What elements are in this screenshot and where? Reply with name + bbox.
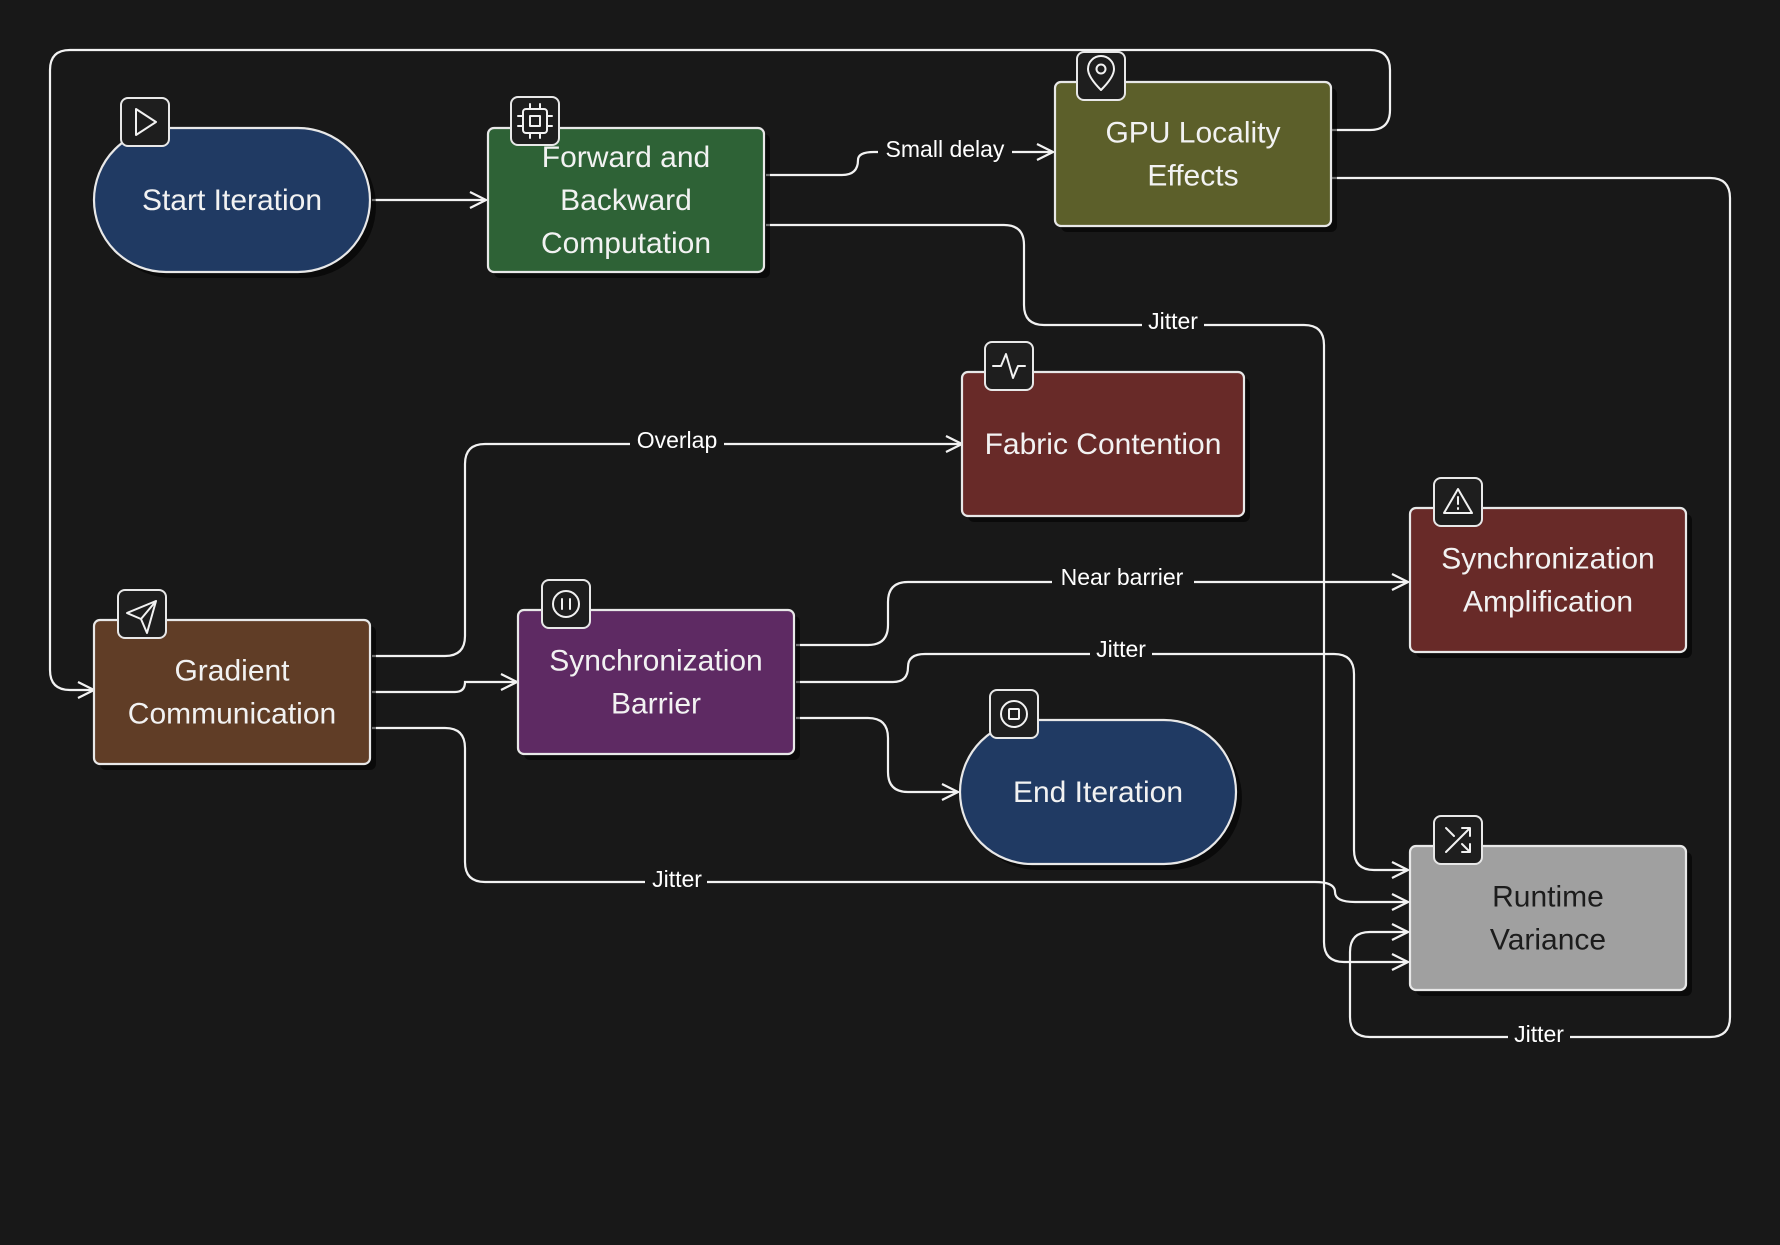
pause-circle-icon — [541, 579, 591, 629]
node-label-line: End Iteration — [1013, 776, 1183, 809]
edge-label-jitter-gpu: Jitter — [1514, 1021, 1564, 1047]
edge-label-jitter-barrier: Jitter — [1096, 636, 1146, 662]
node-gpu-shape — [1053, 80, 1333, 228]
node-syncamp-shape — [1408, 506, 1688, 654]
alert-triangle-icon — [1433, 477, 1483, 527]
node-forward-shape — [486, 126, 766, 274]
node-label-line: Communication — [128, 698, 336, 731]
node-runtime-shape — [1408, 844, 1688, 992]
edge-barrier-to-end — [796, 716, 958, 792]
map-pin-icon — [1076, 51, 1126, 101]
node-label-line: Synchronization — [549, 645, 762, 678]
node-label-line: Effects — [1147, 160, 1238, 193]
edge-gradient-to-fabric — [372, 444, 962, 658]
node-barrier-shape — [516, 608, 796, 756]
node-end-iteration[interactable]: End Iteration — [958, 689, 1242, 870]
play-icon — [120, 97, 170, 147]
node-end-label: End Iteration — [1013, 776, 1183, 809]
node-label-line: Backward — [560, 184, 692, 217]
stop-circle-icon — [989, 689, 1039, 739]
edge-gradient-to-runtime — [372, 726, 1408, 902]
edge-barrier-to-syncamp — [796, 582, 1408, 647]
node-label-line: Variance — [1490, 924, 1606, 957]
edge-label-jitter-forward: Jitter — [1148, 308, 1198, 334]
edge-label-small-delay: Small delay — [886, 136, 1005, 162]
edge-label-overlap: Overlap — [637, 427, 718, 453]
node-gradient-shape — [92, 618, 372, 766]
node-fabric-shape — [960, 370, 1246, 518]
edge-labels: Small delay Jitter Overlap Near barrier … — [630, 136, 1570, 1052]
node-start-shape — [92, 126, 372, 274]
edge-label-jitter-gradient: Jitter — [652, 866, 702, 892]
edge-barrier-to-runtime — [796, 652, 1408, 870]
node-label-line: Gradient — [174, 655, 290, 688]
node-start-iteration[interactable]: Start Iteration — [92, 97, 376, 278]
node-label-line: Fabric Contention — [985, 428, 1222, 461]
node-label-line: Start Iteration — [142, 184, 322, 217]
node-label-line: Barrier — [611, 688, 701, 721]
node-label-line: Computation — [541, 227, 711, 260]
node-fabric-label: Fabric Contention — [985, 428, 1222, 461]
edge-gradient-to-barrier — [372, 682, 517, 694]
node-label-line: Runtime — [1492, 881, 1604, 914]
node-start-label: Start Iteration — [142, 184, 322, 217]
edge-gpu-to-gradient — [48, 48, 1392, 690]
node-label-line: Synchronization — [1441, 543, 1654, 576]
shuffle-icon — [1433, 815, 1483, 865]
activity-icon — [984, 341, 1034, 391]
node-end-shape — [958, 718, 1238, 866]
cpu-icon — [510, 96, 560, 146]
node-label-line: GPU Locality — [1105, 117, 1280, 150]
send-icon — [117, 589, 167, 639]
node-label-line: Amplification — [1463, 586, 1633, 619]
edge-label-near-barrier: Near barrier — [1061, 564, 1184, 590]
node-fabric-contention[interactable]: Fabric Contention — [960, 341, 1250, 522]
node-label-line: Forward and — [542, 141, 710, 174]
edge-forward-to-gpu — [766, 152, 1053, 177]
